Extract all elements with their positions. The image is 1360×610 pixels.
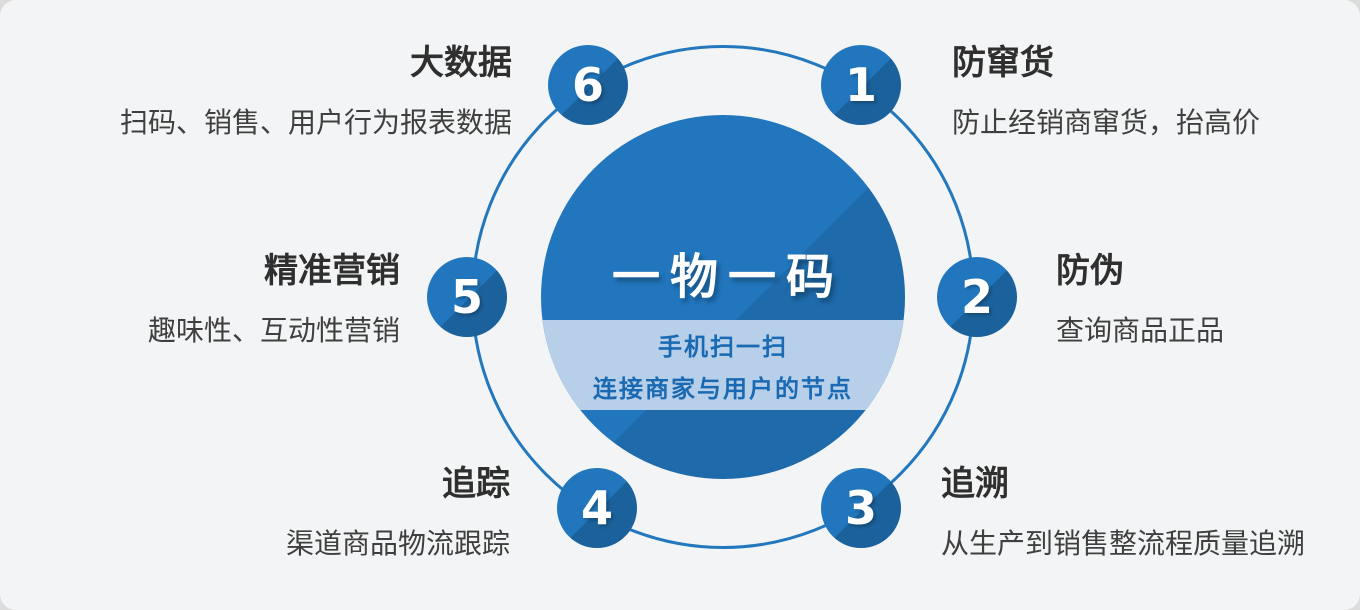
node-desc-anti-channeling: 防止经销商窜货，抬高价 (952, 105, 1261, 139)
node-title-anti-channeling: 防窜货 (952, 43, 1054, 83)
band-subtitle-line-1: 手机扫一扫 (658, 332, 788, 361)
node-label-precision-marketing: 精准营销 趣味性、互动性营销 (148, 250, 400, 349)
scan-band: 手机扫一扫 连接商家与用户的节点 (541, 320, 905, 410)
node-circle-4: 4 (557, 468, 637, 548)
node-number-4: 4 (580, 481, 613, 535)
node-title-trace-back: 追溯 (941, 464, 1009, 504)
node-circle-3: 3 (821, 468, 901, 548)
node-desc-trace-back: 从生产到销售整流程质量追溯 (941, 526, 1306, 560)
node-desc-big-data: 扫码、销售、用户行为报表数据 (119, 105, 512, 139)
node-label-tracking: 追踪 渠道商品物流跟踪 (286, 463, 510, 562)
node-number-6: 6 (571, 58, 604, 112)
center-circle: 一物一码 手机扫一扫 连接商家与用户的节点 (541, 115, 905, 479)
node-number-2: 2 (960, 270, 993, 324)
node-desc-anti-counterfeit: 查询商品正品 (1056, 313, 1225, 347)
band-subtitle-line-2: 连接商家与用户的节点 (593, 374, 853, 403)
node-number-3: 3 (844, 481, 877, 535)
center-flat-shadow (541, 115, 905, 479)
node-title-precision-marketing: 精准营销 (264, 251, 400, 291)
node-label-anti-counterfeit: 防伪 查询商品正品 (1056, 250, 1224, 349)
center-title: 一物一码 (611, 249, 844, 305)
node-circle-2: 2 (937, 257, 1017, 337)
node-title-tracking: 追踪 (442, 464, 510, 504)
node-number-5: 5 (450, 270, 483, 324)
node-desc-precision-marketing: 趣味性、互动性营销 (147, 313, 400, 347)
node-label-big-data: 大数据 扫码、销售、用户行为报表数据 (120, 42, 512, 141)
node-circle-1: 1 (821, 45, 901, 125)
node-label-trace-back: 追溯 从生产到销售整流程质量追溯 (941, 463, 1305, 562)
node-label-anti-channeling: 防窜货 防止经销商窜货，抬高价 (952, 42, 1260, 141)
node-circle-6: 6 (548, 45, 628, 125)
node-title-anti-counterfeit: 防伪 (1056, 251, 1124, 291)
node-circle-5: 5 (427, 257, 507, 337)
node-number-1: 1 (844, 58, 877, 112)
node-title-big-data: 大数据 (410, 43, 512, 83)
node-desc-tracking: 渠道商品物流跟踪 (285, 526, 510, 560)
